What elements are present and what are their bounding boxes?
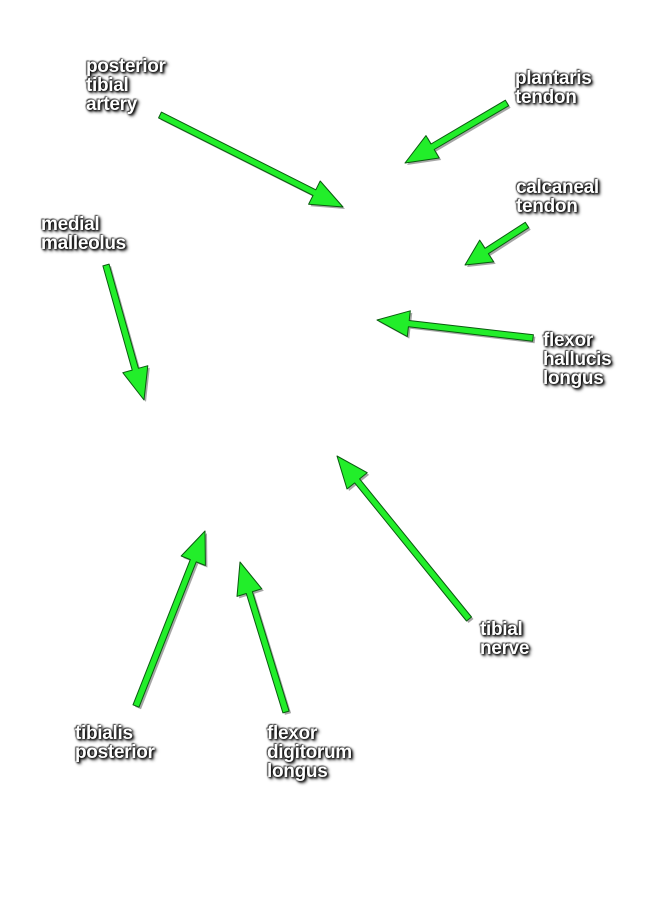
arrow-flexor-hallucis-longus — [376, 310, 536, 344]
arrow-posterior-tibial-artery — [158, 111, 345, 209]
arrow-shape — [376, 310, 534, 342]
label-line: tendon — [515, 87, 577, 108]
label-line: artery — [86, 94, 138, 115]
label-plantaris-tendon: plantaris tendon — [515, 69, 592, 107]
label-line: longus — [267, 761, 328, 782]
label-flexor-digitorum-longus: flexor digitorum longus — [267, 724, 352, 781]
arrow-calcaneal-tendon — [464, 221, 531, 267]
label-line: tibial — [480, 619, 523, 640]
label-line: calcaneal — [516, 177, 599, 198]
arrow-shape — [132, 530, 206, 708]
arrow-shape — [404, 99, 510, 164]
arrow-shape — [236, 561, 290, 714]
label-line: malleolus — [41, 233, 126, 254]
label-line: digitorum — [267, 742, 352, 763]
arrow-flexor-digitorum-longus — [236, 561, 292, 715]
arrow-shape — [464, 221, 530, 266]
label-line: medial — [41, 214, 100, 235]
label-tibialis-posterior: tibialis posterior — [75, 724, 155, 762]
label-line: flexor — [267, 723, 317, 744]
arrow-tibial-nerve — [336, 455, 474, 623]
label-line: longus — [543, 368, 604, 389]
label-line: tibialis — [75, 723, 133, 744]
arrow-plantaris-tendon — [404, 99, 511, 165]
arrow-tibialis-posterior — [132, 530, 208, 710]
label-flexor-hallucis-longus: flexor hallucis longus — [543, 330, 612, 389]
label-line: nerve — [480, 638, 530, 659]
label-line: plantaris — [515, 68, 592, 89]
label-line: tendon — [516, 196, 578, 217]
label-line: posterior — [86, 56, 166, 77]
label-line: flexor — [543, 330, 593, 351]
label-line: hallucis — [543, 349, 612, 370]
label-line: tibial — [86, 75, 129, 96]
label-posterior-tibial-artery: posterior tibial artery — [86, 57, 166, 114]
arrow-medial-malleolus — [102, 263, 150, 402]
arrow-shape — [336, 455, 472, 622]
arrow-shape — [102, 263, 149, 401]
label-calcaneal-tendon: calcaneal tendon — [516, 178, 599, 216]
label-line: posterior — [75, 742, 155, 763]
arrow-shape — [158, 111, 344, 208]
label-tibial-nerve: tibial nerve — [480, 619, 530, 659]
label-medial-malleolus: medial malleolus — [41, 215, 126, 253]
